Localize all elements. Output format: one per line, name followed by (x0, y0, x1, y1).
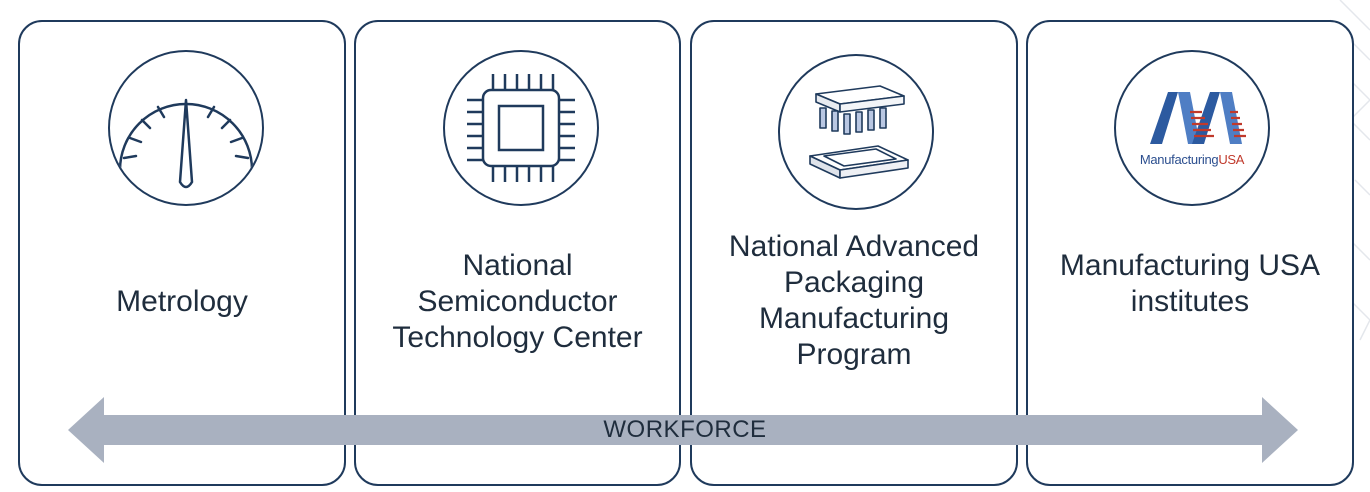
card-metrology: Metrology (18, 20, 346, 486)
workforce-label: WORKFORCE (603, 416, 767, 443)
workforce-arrow (68, 397, 1298, 463)
card-manufacturing-usa: ManufacturingUSA Manufacturing USA insti… (1026, 20, 1354, 486)
card-nstc: National Semiconductor Technology Center (354, 20, 681, 486)
manufacturing-usa-logo: ManufacturingUSA (1114, 50, 1270, 206)
card-label-nstc: National Semiconductor Technology Center (392, 249, 643, 354)
card-napmp: National Advanced Packaging Manufacturin… (690, 20, 1018, 486)
manufacturing-usa-logo-text: ManufacturingUSA (1139, 152, 1245, 167)
card-label-manufacturing-usa: Manufacturing USA institutes (1059, 249, 1321, 318)
card-label-napmp: National Advanced Packaging Manufacturin… (728, 230, 980, 371)
card-label-metrology: Metrology (116, 285, 248, 318)
gauge-icon (108, 50, 264, 206)
chip-icon (443, 50, 599, 206)
packaging-icon (778, 54, 934, 210)
